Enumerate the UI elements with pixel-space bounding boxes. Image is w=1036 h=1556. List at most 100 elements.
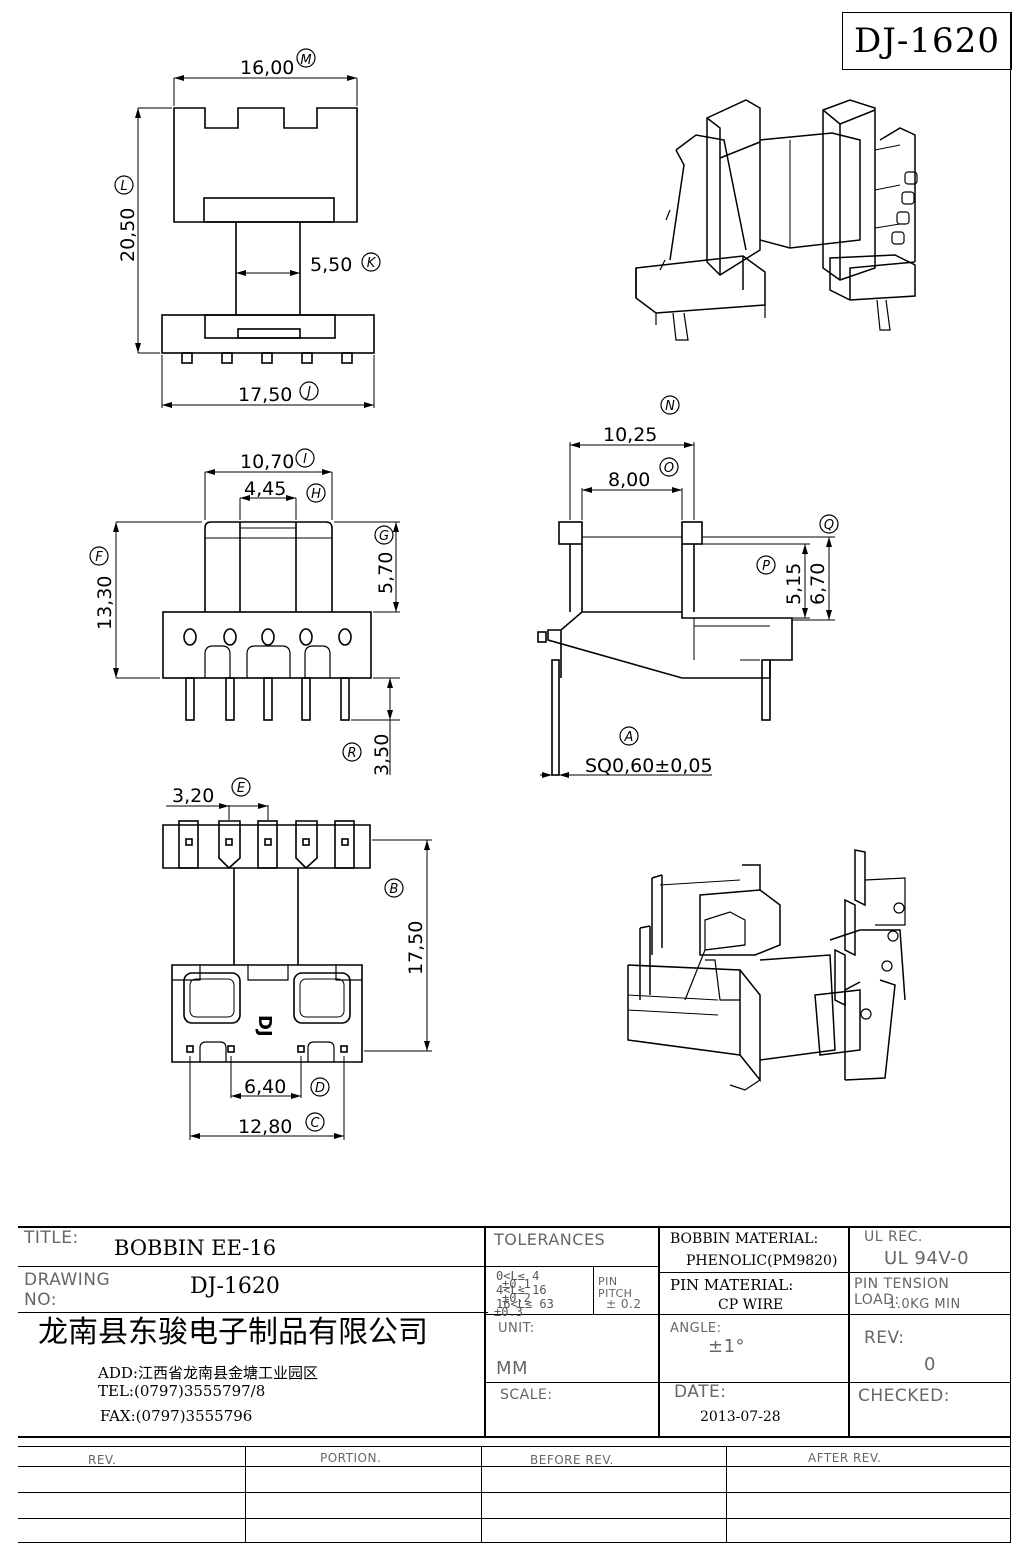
dim-side-inner: 8,00: [608, 469, 650, 491]
pin-material-value: CP WIRE: [718, 1297, 784, 1313]
marker-r: [342, 742, 362, 762]
rev-table-header-before: BEFORE REV.: [530, 1453, 614, 1467]
top-view: 16,00 M 20,50 L 5,50 K 17,50 J: [114, 48, 381, 408]
marker-g-label: G: [379, 529, 389, 544]
dim-side-h1: 5,15: [783, 563, 805, 605]
tol-value-2: ±0.2: [502, 1291, 531, 1305]
marker-a-label: A: [624, 730, 634, 745]
dim-front-height: 13,30: [94, 576, 116, 630]
marker-b: [384, 878, 404, 898]
tol-range-3: 16<L≤ 63: [496, 1297, 554, 1311]
marker-b-label: B: [390, 882, 399, 897]
pin-pitch-label: PIN PITCH: [598, 1275, 633, 1300]
dim-front-upper: 5,70: [375, 552, 397, 594]
pin-tension-label: PIN TENSION LOAD:: [854, 1276, 950, 1308]
marker-d-label: D: [315, 1081, 325, 1096]
pin-tension-value: 1.0KG MIN: [888, 1297, 961, 1312]
marker-j-label: J: [304, 385, 311, 400]
marker-j: [299, 381, 319, 401]
rev-table-header-rev: REV.: [88, 1453, 117, 1467]
marker-l: [114, 175, 134, 195]
marker-e: [231, 777, 251, 797]
company-name: 龙南县东骏电子制品有限公司: [38, 1315, 428, 1350]
marker-q: [819, 514, 839, 534]
angle-value: ±1°: [708, 1336, 746, 1357]
marker-d: [310, 1077, 330, 1097]
unit-label: UNIT:: [498, 1321, 535, 1336]
ul-value: UL 94V-0: [884, 1248, 970, 1269]
dim-core: 5,50: [310, 254, 352, 276]
pin-spec: SQ0,60±0,05: [585, 755, 713, 777]
ul-label: UL REC.: [864, 1229, 923, 1245]
drawing-no-label: DRAWING NO:: [24, 1270, 111, 1310]
marker-q-label: Q: [824, 518, 834, 533]
rev-value: 0: [924, 1354, 936, 1375]
marker-f-label: F: [95, 550, 103, 565]
bottom-view-terminals: [178, 820, 355, 870]
pin-material-label: PIN MATERIAL:: [670, 1276, 794, 1294]
isometric-view-bottom: [627, 849, 906, 1091]
marker-c-label: C: [310, 1116, 320, 1131]
dim-side-outer: 10,25: [603, 424, 657, 446]
dim-span-inner: 6,40: [244, 1076, 286, 1098]
isometric-view-top: [635, 99, 918, 341]
date-label: DATE:: [674, 1382, 727, 1402]
tolerances-label: TOLERANCES: [494, 1230, 606, 1249]
dim-span-outer: 12,80: [238, 1116, 292, 1138]
bobbin-material-label: BOBBIN MATERIAL:: [670, 1231, 819, 1247]
date-value: 2013-07-28: [700, 1409, 781, 1425]
rev-table-header-portion: PORTION.: [320, 1451, 382, 1465]
bobbin-material-value: PHENOLIC(PM9820): [686, 1253, 838, 1269]
dim-front-inner: 4,45: [244, 478, 286, 500]
marker-g: [374, 525, 394, 545]
marker-l-label: L: [120, 179, 127, 194]
marker-k: [361, 252, 381, 272]
dim-base-width: 17,50: [238, 384, 292, 406]
marker-p: [756, 555, 776, 575]
marker-n: [660, 395, 680, 415]
dim-top-width: 16,00: [240, 57, 294, 79]
unit-value: MM: [496, 1358, 529, 1379]
marker-a: [619, 726, 639, 746]
top-view-pin-stubs: [181, 352, 353, 364]
front-view-pin-holes: [183, 628, 352, 678]
marker-o: [659, 457, 679, 477]
marker-i-label: I: [303, 452, 307, 467]
marker-p-label: P: [762, 559, 770, 574]
tol-value-1: ±0.1: [502, 1277, 531, 1291]
drawing-no-value: DJ-1620: [190, 1274, 280, 1299]
dim-top-height: 20,50: [117, 208, 139, 262]
side-view: 10,25 N 8,00 O 5,15 6,70 P Q: [537, 395, 839, 778]
marker-f: [89, 546, 109, 566]
marker-c: [305, 1112, 325, 1132]
title-label: TITLE:: [24, 1228, 79, 1248]
drawing-code-box: DJ-1620: [842, 12, 1012, 70]
angle-label: ANGLE:: [670, 1321, 722, 1336]
sheet-frame: [18, 12, 1011, 1543]
tol-value-3: ±0.3: [494, 1305, 523, 1319]
marker-m: [296, 48, 316, 68]
tol-range-1: 0<L≤ 4: [496, 1269, 540, 1283]
company-address: ADD:江西省龙南县金塘工业园区: [98, 1364, 318, 1382]
pin-pitch-value: ± 0.2: [606, 1297, 642, 1311]
checked-label: CHECKED:: [858, 1386, 950, 1406]
company-tel: TEL:(0797)3555797/8: [98, 1382, 266, 1400]
marker-k-label: K: [367, 256, 377, 271]
dim-side-h2: 6,70: [807, 563, 829, 605]
marker-o-label: O: [664, 461, 674, 476]
dim-pin-pitch: 3,20: [172, 785, 214, 807]
marker-i: [295, 448, 315, 468]
title-value: BOBBIN EE-16: [114, 1236, 277, 1260]
marker-n-label: N: [665, 399, 675, 414]
rev-table-header-after: AFTER REV.: [808, 1451, 882, 1465]
bobbin-logo: DJ: [254, 1015, 275, 1037]
dim-front-width: 10,70: [240, 451, 294, 473]
marker-r-label: R: [347, 746, 356, 761]
marker-h: [306, 483, 326, 503]
marker-m-label: M: [300, 53, 311, 68]
iso1-pins: [659, 171, 918, 341]
scale-label: SCALE:: [500, 1387, 553, 1403]
iso2-pin-nubs: [860, 902, 905, 1020]
company-fax: FAX:(0797)3555796: [100, 1407, 253, 1425]
